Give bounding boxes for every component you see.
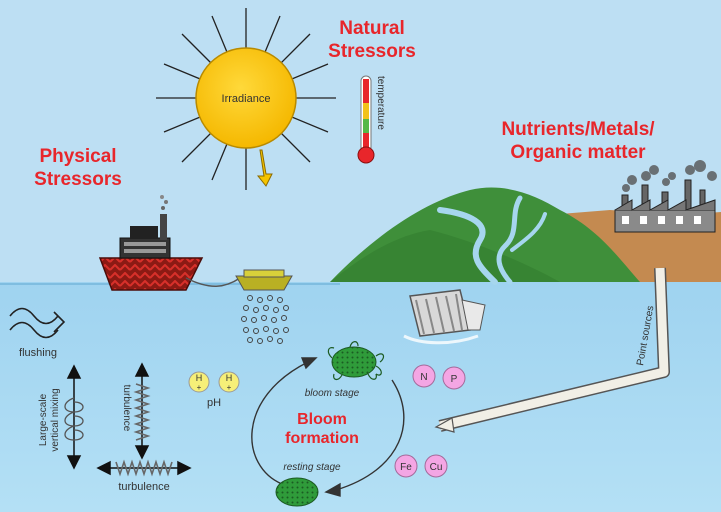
turbulence-horizontal-label: turbulence — [118, 481, 169, 493]
resting-stage-label: resting stage — [283, 462, 341, 473]
particle-cloud — [241, 295, 289, 344]
metal-cu-label: Cu — [430, 462, 443, 473]
metal-fe: Fe — [394, 454, 418, 478]
plus-sign-1: + — [197, 383, 202, 392]
plus-sign-2: + — [227, 383, 232, 392]
h-plus-ion-2: H + — [218, 371, 240, 393]
nutrient-n: N — [412, 364, 436, 388]
tow-line — [185, 277, 241, 287]
h-plus-ion-1: H + — [188, 371, 210, 393]
nutrient-p-label: P — [451, 374, 458, 385]
physical-stressors-line1: Physical — [39, 146, 116, 167]
sunbeam-arrow — [256, 149, 273, 187]
nutrients-heading-line1: Nutrients/Metals/ — [501, 119, 655, 140]
metal-fe-label: Fe — [400, 462, 412, 473]
stream-branch — [496, 195, 523, 285]
stream-branch-2 — [510, 212, 547, 252]
nutrient-n-label: N — [420, 372, 427, 383]
ship-icon — [98, 195, 204, 291]
bloom-cycle-arrows — [251, 357, 405, 497]
temperature-label: temperature — [375, 76, 386, 130]
flushing-label: flushing — [19, 347, 57, 359]
horizontal-spring — [115, 459, 173, 477]
nutrients-heading-line2: Organic matter — [510, 142, 646, 163]
bloom-formation-line1: Bloom — [297, 411, 347, 428]
thermometer-icon — [357, 75, 375, 164]
vertical-mixing-label-2: vertical mixing — [50, 388, 61, 451]
stream — [437, 207, 498, 285]
pipe-arrowhead — [434, 417, 455, 433]
vertical-spring — [133, 383, 151, 441]
mixing-coil — [64, 397, 84, 441]
vertical-turbulence-arrow — [134, 362, 150, 460]
vertical-mixing-arrow — [66, 364, 82, 470]
nutrient-p: P — [442, 366, 466, 390]
h-plus-label-1: H — [196, 373, 203, 383]
wave-icon — [9, 307, 66, 339]
factory-icon — [614, 160, 717, 233]
metal-cu: Cu — [424, 454, 448, 478]
bloom-stage-label: bloom stage — [305, 388, 360, 399]
turbulence-vertical-label: turbulence — [121, 385, 132, 432]
h-plus-label-2: H — [226, 373, 233, 383]
cell-icon — [327, 341, 385, 380]
cyst-icon — [275, 477, 319, 507]
buoy-icon — [235, 269, 293, 291]
sun-icon — [156, 8, 336, 190]
natural-stressors-line2: Stressors — [328, 41, 416, 62]
dam-icon — [403, 289, 486, 345]
ph-label: pH — [207, 397, 221, 409]
bloom-formation-line2: formation — [285, 430, 359, 447]
natural-stressors-line1: Natural — [339, 18, 404, 39]
irradiance-label: Irradiance — [222, 93, 271, 105]
vertical-mixing-label-1: Large-scale — [38, 393, 49, 446]
physical-stressors-line2: Stressors — [34, 169, 122, 190]
